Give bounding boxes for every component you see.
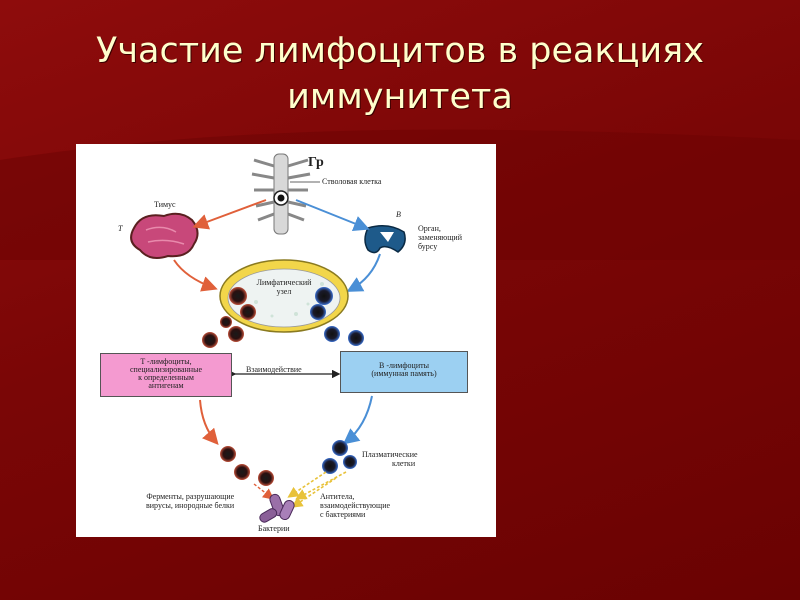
- label-enzymes-line1: Ферменты, разрушающие: [146, 492, 235, 501]
- label-antibodies-line3: с бактериями: [320, 510, 366, 519]
- t-box-line2: специализированные: [130, 365, 202, 374]
- label-bursa-line1: Орган,: [418, 224, 441, 233]
- b-cell: [324, 326, 340, 342]
- t-cell: [228, 326, 244, 342]
- plasma-cell: [332, 440, 348, 456]
- label-bacteria: Бактерии: [258, 524, 290, 533]
- label-enzymes-line2: вирусы, инородные белки: [146, 501, 235, 510]
- t-cell: [220, 446, 236, 462]
- slide-title-line1: Участие лимфоцитов в реакциях: [96, 31, 704, 71]
- t-box-line4: антигенам: [148, 381, 184, 390]
- b-cell: [348, 330, 364, 346]
- label-lymph-node-line1: Лимфатический: [256, 278, 312, 287]
- label-t: T: [118, 224, 123, 233]
- thymus-icon: [130, 212, 199, 259]
- lymphocyte-diagram: Гр Стволовая клетка Тимус T B Орган, зам…: [76, 144, 496, 537]
- label-bursa-line2: заменяющий: [418, 233, 462, 242]
- label-bursa-line3: бурсу: [418, 242, 438, 251]
- lymph-node: [219, 259, 349, 333]
- plasma-cell: [322, 458, 338, 474]
- bacteria-icon: [259, 493, 295, 523]
- label-plasma-line1: Плазматические: [362, 450, 418, 459]
- label-interaction: Взаимодействие: [246, 365, 302, 374]
- plasma-cell: [343, 455, 357, 469]
- label-antibodies: Антитела, взаимодействующие с бактериями: [320, 492, 390, 519]
- b-lymphocytes-box: B -лимфоциты (иммунная память): [340, 351, 468, 393]
- label-antibodies-line2: взаимодействующие: [320, 501, 391, 510]
- label-thymus: Тимус: [154, 200, 176, 209]
- label-bursa: Орган, заменяющий бурсу: [418, 224, 462, 251]
- label-lymph-node-line2: узел: [276, 287, 292, 296]
- t-lymphocytes-box: T -лимфоциты, специализированные к опред…: [100, 353, 232, 397]
- label-antibodies-line1: Антитела,: [320, 492, 355, 501]
- slide-title-line2: иммунитета: [287, 77, 513, 117]
- label-lymph-node: Лимфатический узел: [246, 278, 322, 296]
- t-box-line3: к определенным: [138, 373, 194, 382]
- diagram-graphics: [130, 153, 406, 523]
- t-cell: [258, 470, 274, 486]
- label-stem-cell: Стволовая клетка: [322, 177, 382, 186]
- b-box-line2: (иммунная память): [371, 369, 437, 378]
- bursa-organ-icon: [364, 225, 406, 254]
- t-box-line1: T -лимфоциты,: [140, 357, 192, 366]
- label-plasma-cells: Плазматические клетки: [362, 450, 418, 468]
- t-cell: [202, 332, 218, 348]
- t-cell: [220, 316, 232, 328]
- label-b: B: [396, 210, 401, 219]
- label-enzymes: Ферменты, разрушающие вирусы, инородные …: [146, 492, 234, 510]
- b-box-line1: B -лимфоциты: [379, 361, 429, 370]
- bone-marrow-icon: [251, 153, 320, 235]
- label-plasma-line2: клетки: [392, 459, 416, 468]
- slide-title: Участие лимфоцитов в реакциях иммунитета: [0, 28, 800, 120]
- t-cell: [234, 464, 250, 480]
- label-gr: Гр: [308, 155, 324, 170]
